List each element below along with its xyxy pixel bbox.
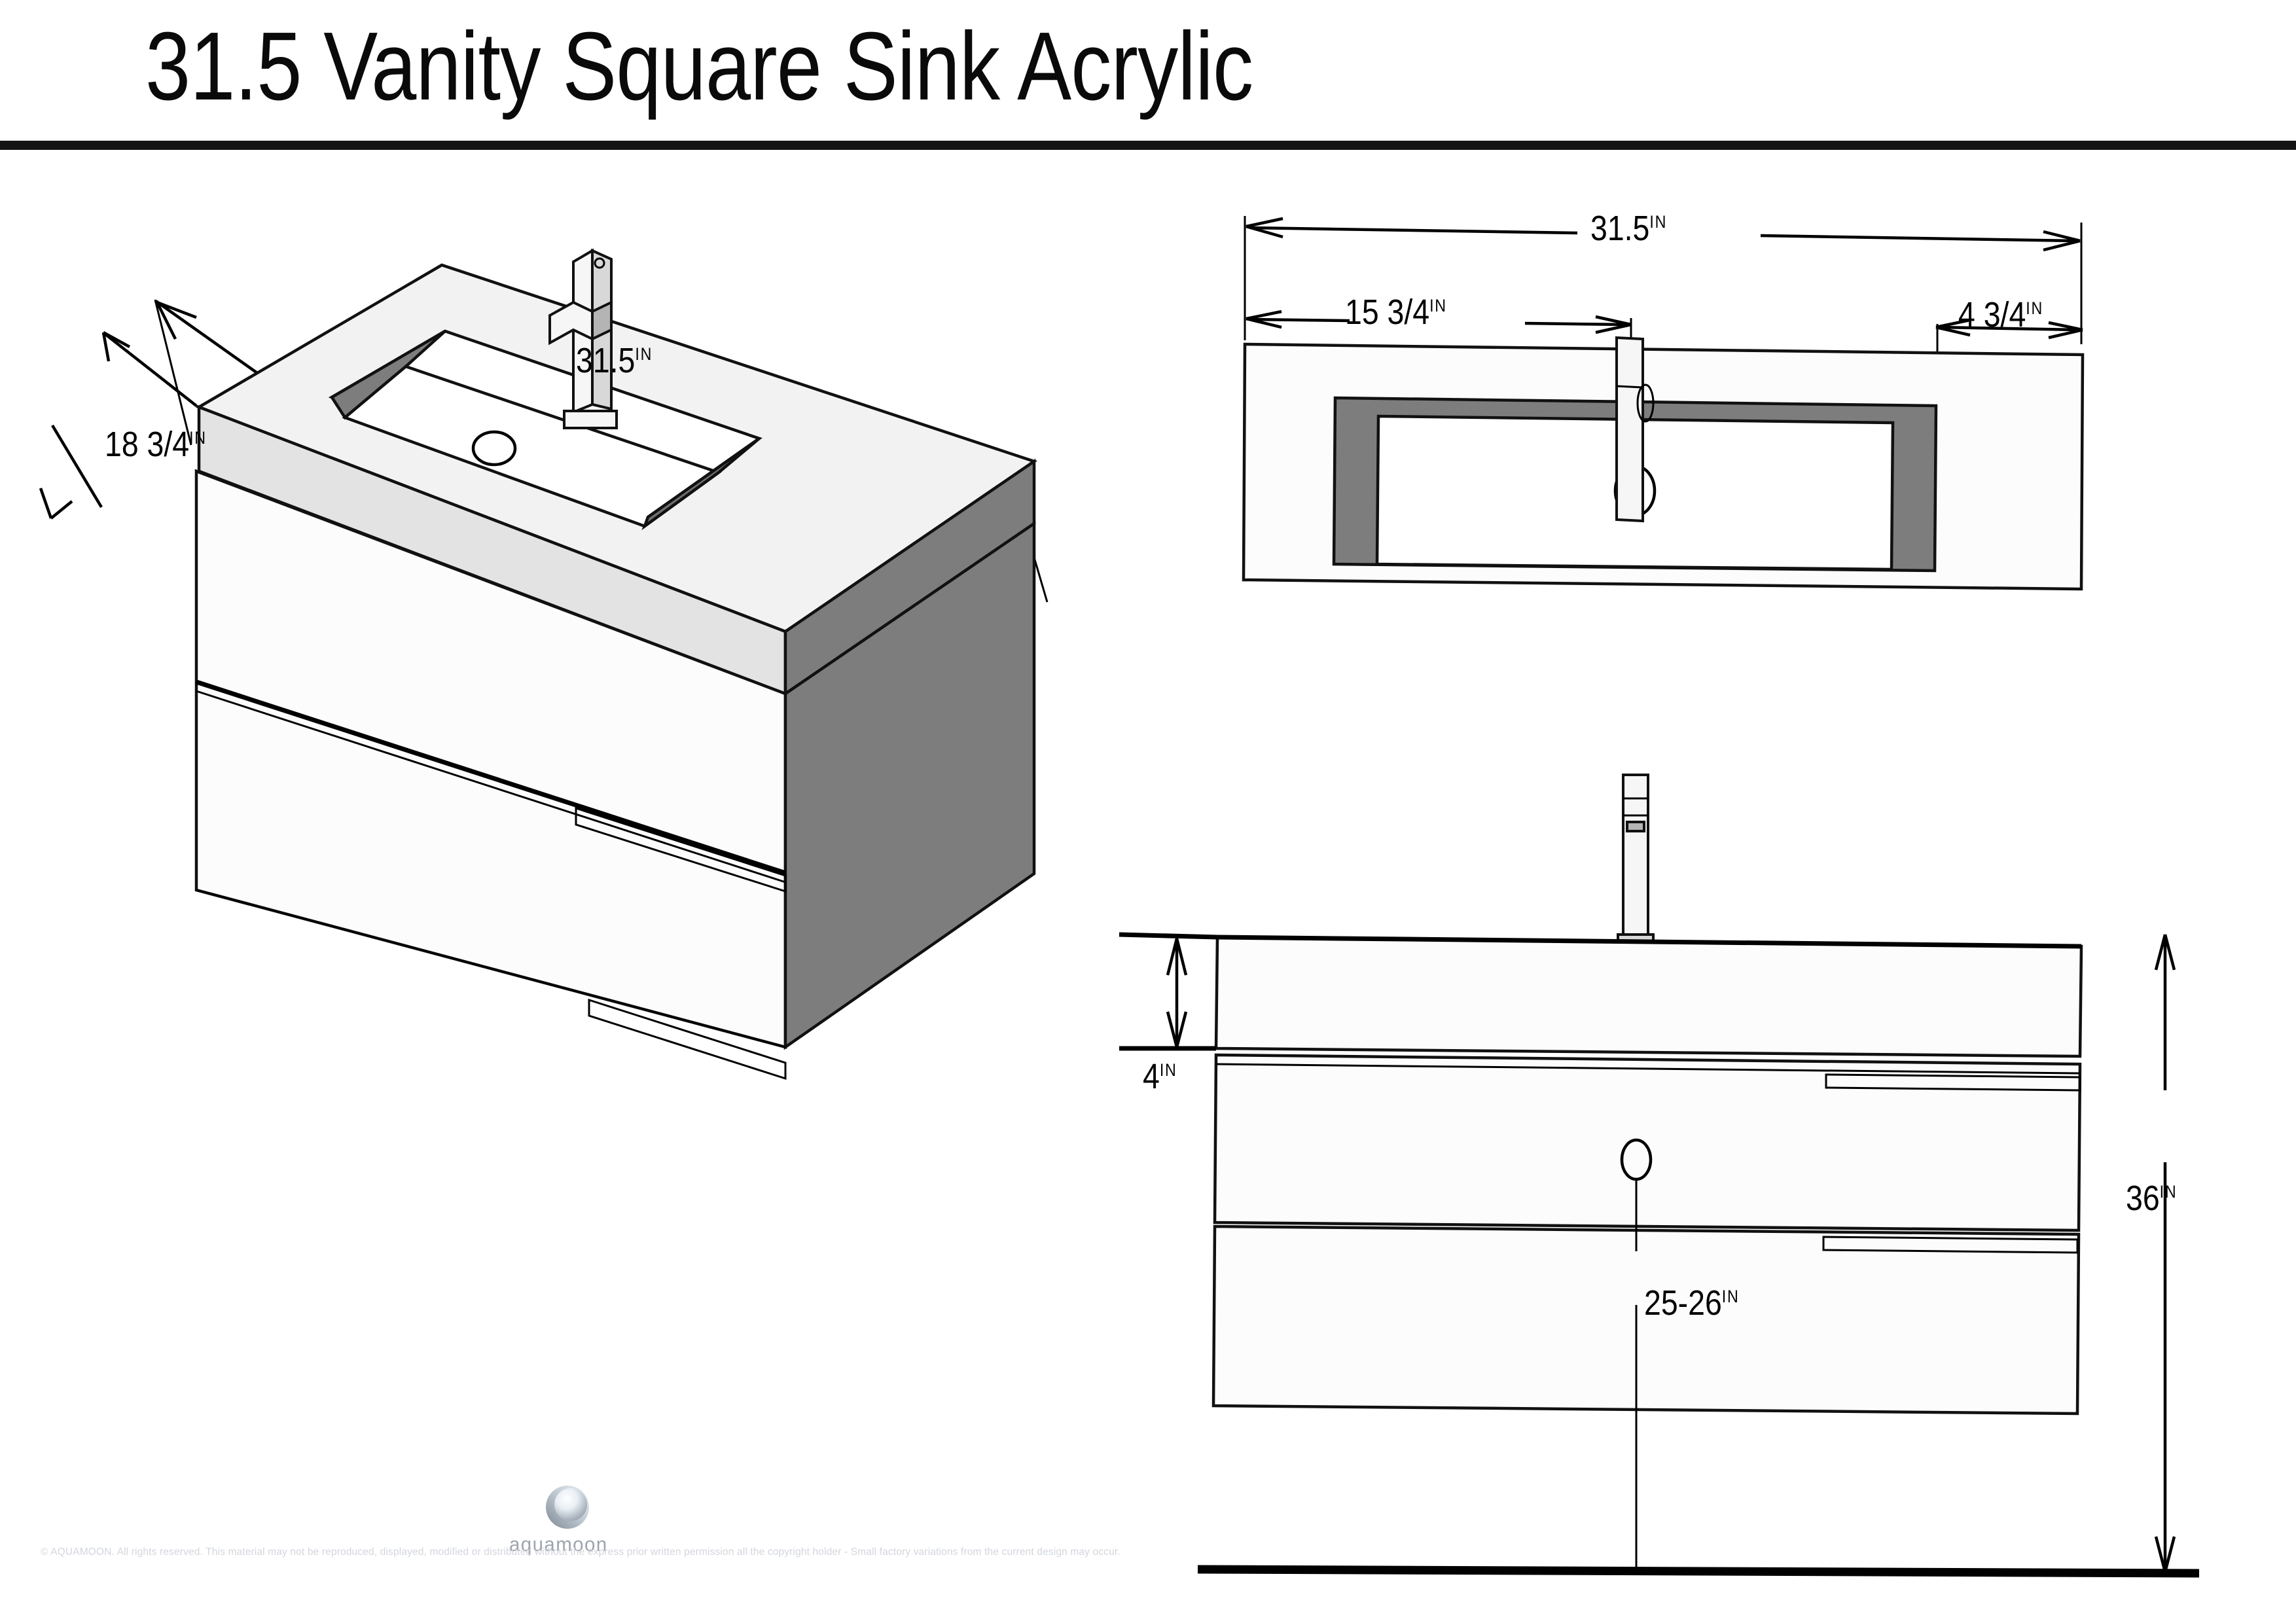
dim-label-depth-persp: 18 3/4IN <box>105 425 207 464</box>
copyright-line-1: © AQUAMOON. All rights reserved. This ma… <box>41 1546 999 1558</box>
brand-logo: aquamoon <box>497 1484 694 1556</box>
copyright-line-2: current design may occur. <box>1001 1546 1121 1558</box>
faucet-top <box>1615 336 1655 523</box>
drawer-upper[interactable] <box>1213 1053 2082 1232</box>
perspective-view <box>39 248 1049 1080</box>
dim-label-basin-left-top: 15 3/4IN <box>1345 293 1447 332</box>
dim-label-overall-height: 36IN <box>2126 1179 2178 1218</box>
drawer-handle-lower-front[interactable] <box>1822 1236 2079 1254</box>
dimension-line-depth-persp <box>39 331 211 520</box>
drawer-handle-top[interactable] <box>575 806 787 893</box>
brand-name: aquamoon <box>509 1533 608 1556</box>
aquamoon-moon-icon <box>546 1486 589 1529</box>
drawer-divider <box>195 679 787 876</box>
dimension-line-counter-thickness <box>1166 938 1188 1048</box>
dim-label-width-persp: 31.5IN <box>576 341 653 380</box>
floor-line <box>1197 1565 2200 1578</box>
dim-label-counter-thickness: 4IN <box>1143 1057 1177 1096</box>
front-elevation-view <box>1119 774 2200 1578</box>
dimension-line-basin-left-top <box>1246 310 1632 386</box>
basin-wall-right <box>641 437 761 531</box>
faucet-front <box>1617 774 1655 945</box>
faucet-perspective <box>548 248 618 429</box>
drawer-lower[interactable] <box>1211 1224 2081 1416</box>
drawer-handle-bottom[interactable] <box>588 998 787 1080</box>
page-title: 31.5 Vanity Square Sink Acrylic <box>145 12 1253 120</box>
top-view <box>1242 216 2085 591</box>
dimension-line-overall-height <box>2154 934 2176 1573</box>
dim-label-basin-right-top: 4 3/4IN <box>1958 295 2043 334</box>
dimension-line-overall-width-top <box>1244 216 2083 344</box>
cabinet-right-side <box>783 520 1036 1050</box>
drain-icon <box>471 430 517 467</box>
counter-lip-top <box>1119 932 1218 940</box>
copyright-notice: © AQUAMOON. All rights reserved. This ma… <box>41 1542 1193 1563</box>
countertop-front-slab <box>1214 935 2083 1058</box>
drawer-handle-upper-front[interactable] <box>1825 1073 2081 1092</box>
header-divider <box>0 141 2296 150</box>
dim-label-overall-width-top: 31.5IN <box>1590 209 1668 248</box>
dim-label-mount-height: 25-26IN <box>1644 1283 1740 1323</box>
